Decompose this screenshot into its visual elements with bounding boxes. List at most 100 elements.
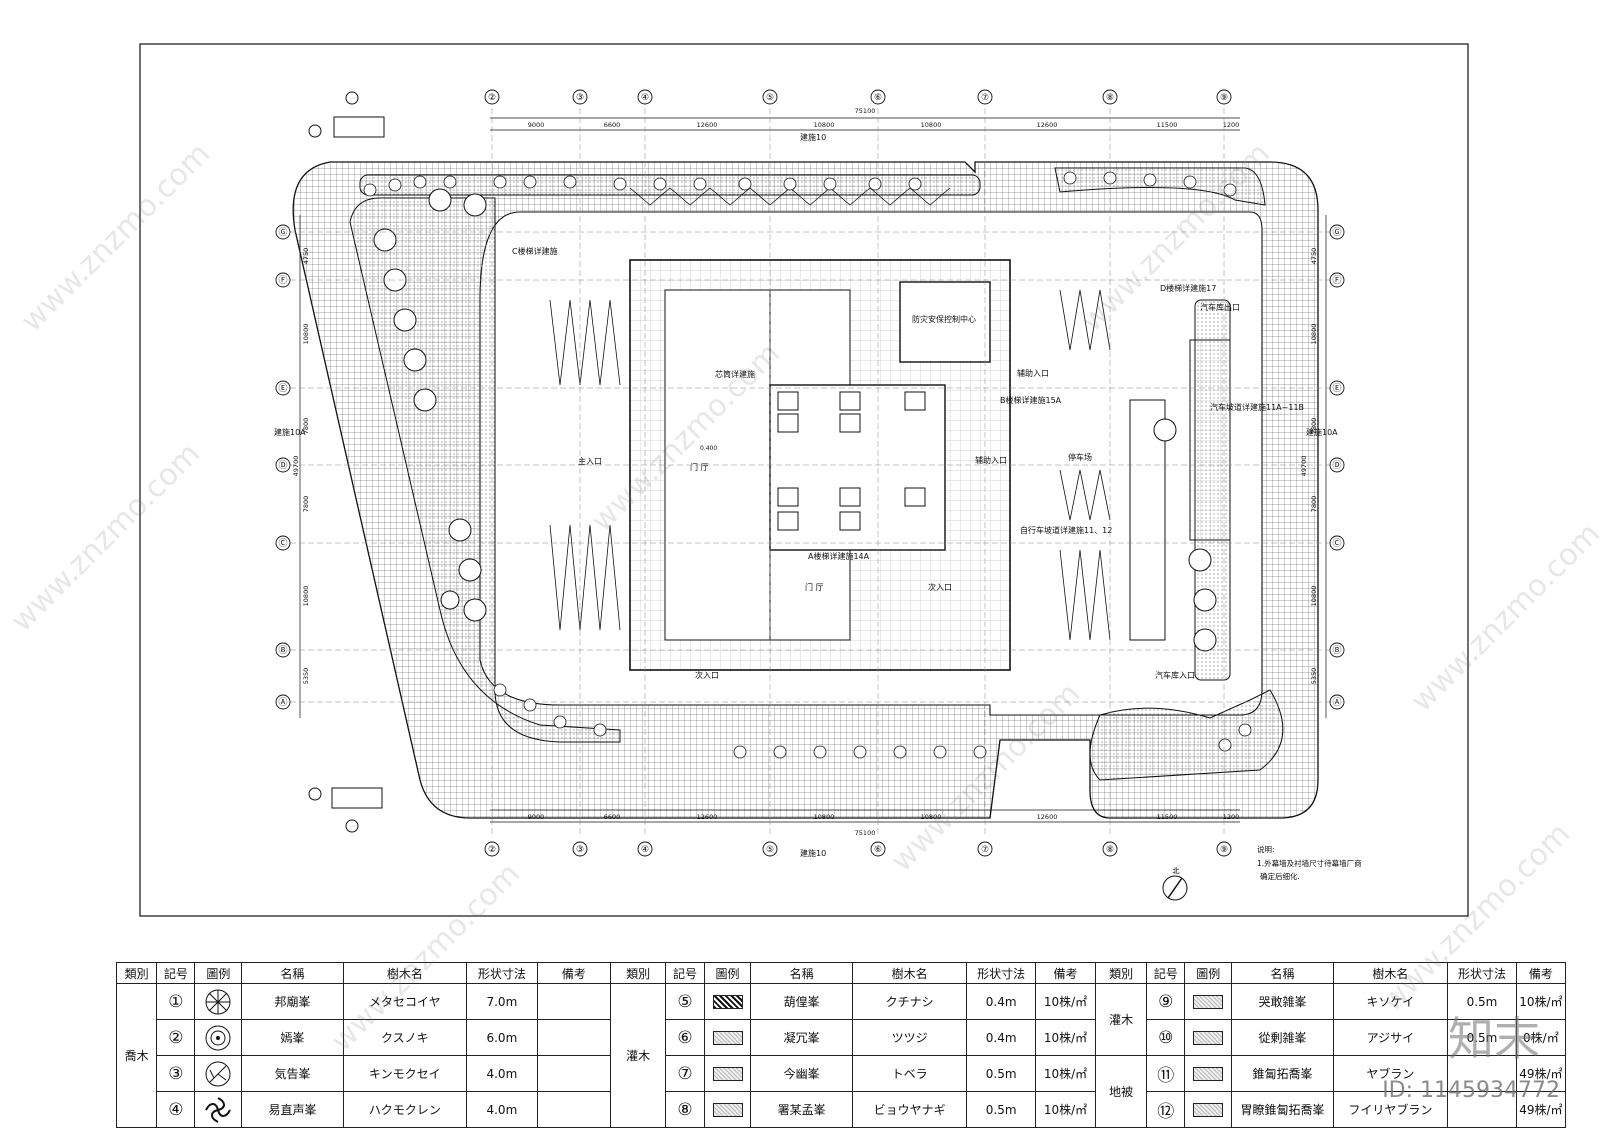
section-mark-bottom: 建施10 [800, 848, 826, 858]
green-belt-left [349, 197, 621, 743]
col-label: ② [488, 845, 496, 855]
legend-num: ⑤ [665, 983, 705, 1020]
total-height-dim: 49700 [292, 456, 300, 477]
col-label: ⑤ [766, 93, 774, 103]
row-label: Ⓓ [278, 460, 287, 471]
car-ramp [1189, 339, 1231, 541]
bottom-right-garden [1089, 689, 1284, 781]
col-header: 名稱 [1231, 962, 1334, 984]
col-header: 備考 [1515, 962, 1567, 984]
dim: 7800 [1310, 418, 1318, 435]
col-label: ⑦ [981, 845, 989, 855]
core-label: 芯筒详建施 [715, 369, 755, 379]
legend-num: ⑫ [1146, 1091, 1186, 1128]
tree-round-icon [204, 1024, 232, 1052]
hatch-light-icon [1193, 1102, 1224, 1117]
category-cell: 喬木 [115, 983, 158, 1128]
col-header: 備考 [536, 962, 611, 984]
tree-branch-icon [204, 1060, 232, 1088]
col-header: 樹木名 [851, 962, 968, 984]
legend-note: 10株/㎡ [1035, 1019, 1096, 1056]
col-header: 記号 [665, 962, 705, 984]
col-header: 形状寸法 [465, 962, 538, 984]
col-header: 記号 [156, 962, 196, 984]
legend-name: 今幽峯 [750, 1055, 853, 1092]
col-label: ② [488, 93, 496, 103]
row-label: Ⓔ [278, 383, 287, 394]
dim: 4750 [1310, 248, 1318, 265]
legend-tree: ハクモクレン [342, 1091, 467, 1128]
legend-note [536, 1091, 611, 1128]
legend-size: 4.0m [465, 1055, 538, 1092]
col-header: 形状寸法 [1447, 962, 1517, 984]
legend-tree: クスノキ [342, 1019, 467, 1056]
category-cell: 灌木 [1094, 983, 1148, 1056]
legend-name: 從剰雑峯 [1231, 1019, 1334, 1056]
legend-note: 10株/㎡ [1035, 983, 1096, 1020]
aux-entrance-label: 辅助入口 [1017, 368, 1049, 378]
row-label: Ⓑ [278, 645, 287, 656]
row-label: Ⓕ [278, 275, 287, 286]
legend-name: 葫偟峯 [750, 983, 853, 1020]
col-label: ⑧ [1106, 845, 1114, 855]
stair-c-label: C楼梯详建施 [512, 246, 558, 256]
col-label: ⑥ [874, 845, 882, 855]
col-header: 樹木名 [342, 962, 467, 984]
dimension-lines [299, 117, 1327, 823]
hatch-light-icon [1193, 1066, 1224, 1081]
legend-name: 署某孟峯 [750, 1091, 853, 1128]
legend-symbol [703, 1055, 752, 1092]
row-label: Ⓑ [1332, 645, 1341, 656]
legend-name: 気告峯 [241, 1055, 344, 1092]
tree-star-icon [204, 988, 232, 1016]
category-cell: 灌木 [609, 983, 667, 1128]
legend-note: 49株/㎡ [1515, 1091, 1567, 1128]
total-width-dim: 75100 [855, 107, 876, 115]
dim: 1200 [1223, 813, 1240, 821]
dim: 9000 [528, 813, 545, 821]
section-mark-top: 建施10 [800, 132, 826, 142]
legend-num: ④ [156, 1091, 196, 1128]
dim: 11500 [1157, 121, 1178, 129]
legend-name: 邦廟峯 [241, 983, 344, 1020]
row-label: Ⓖ [1332, 227, 1341, 238]
parking-bays-left [549, 299, 621, 631]
legend-symbol [1184, 1055, 1233, 1092]
legend-symbol [194, 1091, 243, 1128]
section-mark-side: 建施10A [274, 427, 306, 437]
dim: 5350 [302, 668, 310, 685]
brand-watermark: 知末 [1448, 1012, 1540, 1066]
col-label: ③ [576, 845, 584, 855]
dim: 10800 [921, 813, 942, 821]
row-label: Ⓔ [1332, 383, 1341, 394]
col-header: 類別 [609, 962, 667, 984]
shrub-symbols [363, 171, 1252, 759]
legend-tree: トベラ [851, 1055, 968, 1092]
hatch-light-icon [712, 1102, 743, 1117]
legend-tree: フイリヤブラン [1332, 1091, 1449, 1128]
row-label: Ⓒ [1332, 538, 1341, 549]
col-header: 圖例 [1184, 962, 1233, 984]
row-label: Ⓐ [278, 697, 287, 708]
legend-symbol [1184, 1091, 1233, 1128]
legend-symbol [194, 1055, 243, 1092]
legend-size: 0.5m [966, 1055, 1037, 1092]
legend-num: ② [156, 1019, 196, 1056]
north-arrow: 北 [1162, 867, 1188, 901]
dim: 10800 [814, 121, 835, 129]
col-header: 類別 [115, 962, 158, 984]
note-title: 说明: [1257, 844, 1275, 854]
legend-tree: メタセコイヤ [342, 983, 467, 1020]
dim: 10800 [921, 121, 942, 129]
legend-symbol [1184, 983, 1233, 1020]
col-header: 圖例 [194, 962, 243, 984]
ramp-label: 汽车坡道详建施11A~11B [1210, 402, 1304, 412]
main-entrance-label: 主入口 [578, 456, 602, 466]
col-header: 圖例 [703, 962, 752, 984]
row-label: Ⓒ [278, 538, 287, 549]
elevator-banks [777, 391, 926, 531]
col-label: ⑨ [1220, 845, 1228, 855]
dim: 12600 [1037, 121, 1058, 129]
tree-symbols [373, 188, 1217, 652]
site-plan-drawing: ② ③ ④ ⑤ ⑥ ⑦ ⑧ ⑨ ② ③ ④ ⑤ ⑥ ⑦ ⑧ ⑨ Ⓖ Ⓕ Ⓔ Ⓓ … [139, 43, 1469, 917]
